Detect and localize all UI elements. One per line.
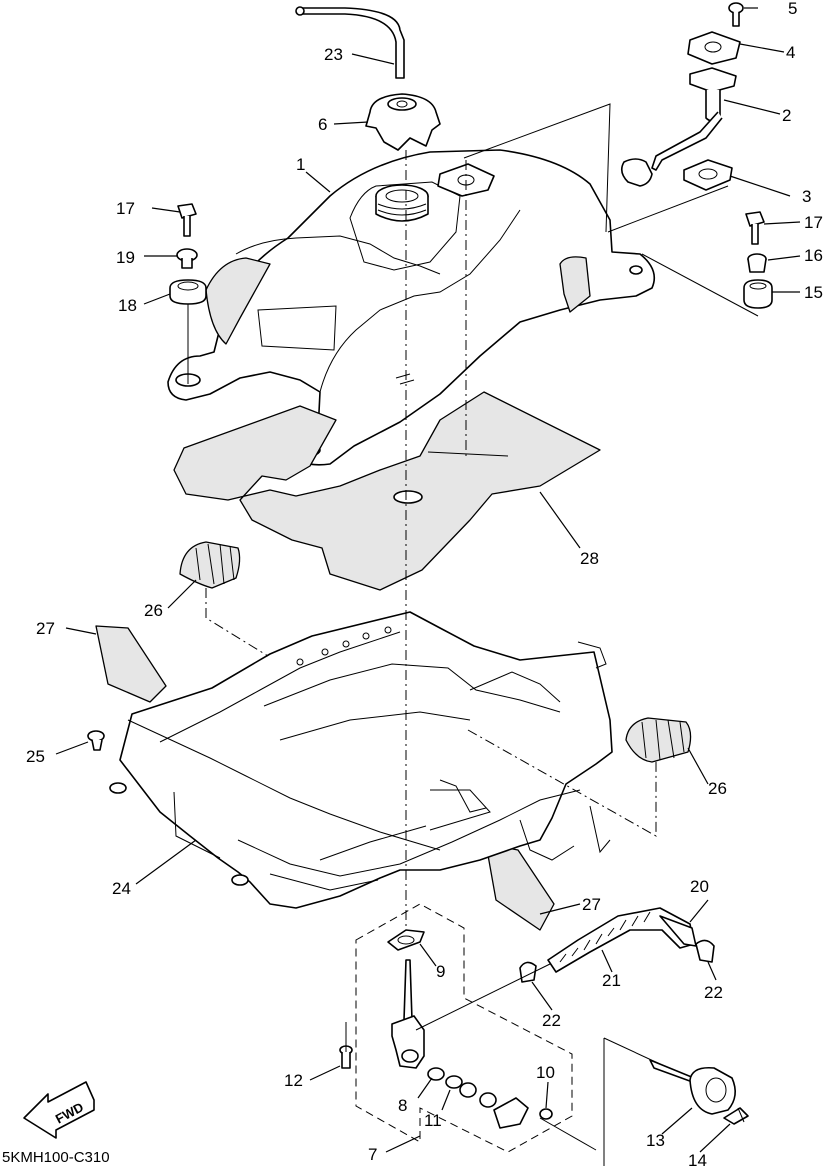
callout-22-left: 22 <box>542 1011 561 1030</box>
callout-18: 18 <box>118 296 137 315</box>
callout-12: 12 <box>284 1071 303 1090</box>
callout-16: 16 <box>804 246 823 265</box>
callout-26-right: 26 <box>708 779 727 798</box>
tank-damper-right[interactable] <box>625 717 692 763</box>
sender-gasket[interactable] <box>683 159 733 191</box>
callout-leaders <box>55 7 801 1153</box>
hose-clamp-right[interactable] <box>695 939 715 963</box>
callout-15: 15 <box>804 283 823 302</box>
lever-screw[interactable] <box>723 1107 749 1125</box>
damper-right[interactable] <box>743 279 773 309</box>
callout-26-left: 26 <box>144 601 163 620</box>
callout-14: 14 <box>688 1151 707 1166</box>
callout-13: 13 <box>646 1131 665 1150</box>
callout-23: 23 <box>324 45 343 64</box>
callout-17-left: 17 <box>116 199 135 218</box>
damper-axis-left <box>205 588 269 657</box>
callout-22-right: 22 <box>704 983 723 1002</box>
tank-damper-left[interactable] <box>179 541 241 589</box>
fuel-cap[interactable] <box>365 93 441 151</box>
sender-frame-left <box>463 103 611 233</box>
sender-screw[interactable] <box>728 2 744 27</box>
diagram-code: 5KMH100-C310 <box>2 1149 110 1166</box>
fuel-tank[interactable] <box>167 149 656 466</box>
callout-3: 3 <box>802 187 811 206</box>
bolt-left[interactable] <box>177 203 197 237</box>
callout-7: 7 <box>368 1145 377 1164</box>
tank-bracket[interactable] <box>109 611 613 909</box>
callout-4: 4 <box>786 43 795 62</box>
washer-left[interactable] <box>176 248 198 269</box>
lever-frame <box>603 1037 661 1166</box>
clip-fastener[interactable] <box>87 730 105 751</box>
petcock-gasket[interactable] <box>387 929 425 951</box>
fuel-cock-lever[interactable] <box>649 1059 736 1115</box>
callout-10: 10 <box>536 1063 555 1082</box>
callout-27-right: 27 <box>582 895 601 914</box>
side-cover-right[interactable] <box>485 843 555 931</box>
callout-17-right: 17 <box>804 213 823 232</box>
callout-19: 19 <box>116 248 135 267</box>
damper-left[interactable] <box>169 279 207 305</box>
sender-frame-right <box>607 185 729 233</box>
callout-28: 28 <box>580 549 599 568</box>
forward-arrow-icon: FWD <box>23 1081 95 1139</box>
fuel-sender-unit[interactable] <box>620 67 737 187</box>
petcock-screw[interactable] <box>339 1045 353 1069</box>
mount-frame-right <box>641 253 759 317</box>
insulator-mat[interactable] <box>173 391 601 591</box>
callout-9: 9 <box>436 962 445 981</box>
callout-20: 20 <box>690 877 709 896</box>
callout-24: 24 <box>112 879 131 898</box>
callout-2: 2 <box>782 106 791 125</box>
collar-right[interactable] <box>747 253 767 273</box>
breather-hose[interactable] <box>295 6 405 79</box>
callout-5: 5 <box>788 0 797 18</box>
callout-8: 8 <box>398 1096 407 1115</box>
callout-1: 1 <box>296 155 305 174</box>
fuel-cock-assembly[interactable] <box>391 959 553 1129</box>
side-cover-left[interactable] <box>95 625 167 703</box>
callout-25: 25 <box>26 747 45 766</box>
fuel-hose[interactable] <box>547 907 697 973</box>
callout-6: 6 <box>318 115 327 134</box>
damper-axis-right <box>467 729 657 837</box>
fuel-cock-box <box>355 903 573 1153</box>
sender-cover-plate[interactable] <box>687 31 741 65</box>
callout-27-left: 27 <box>36 619 55 638</box>
bolt-right[interactable] <box>745 211 765 245</box>
callout-11: 11 <box>424 1111 442 1130</box>
callout-21: 21 <box>602 971 621 990</box>
